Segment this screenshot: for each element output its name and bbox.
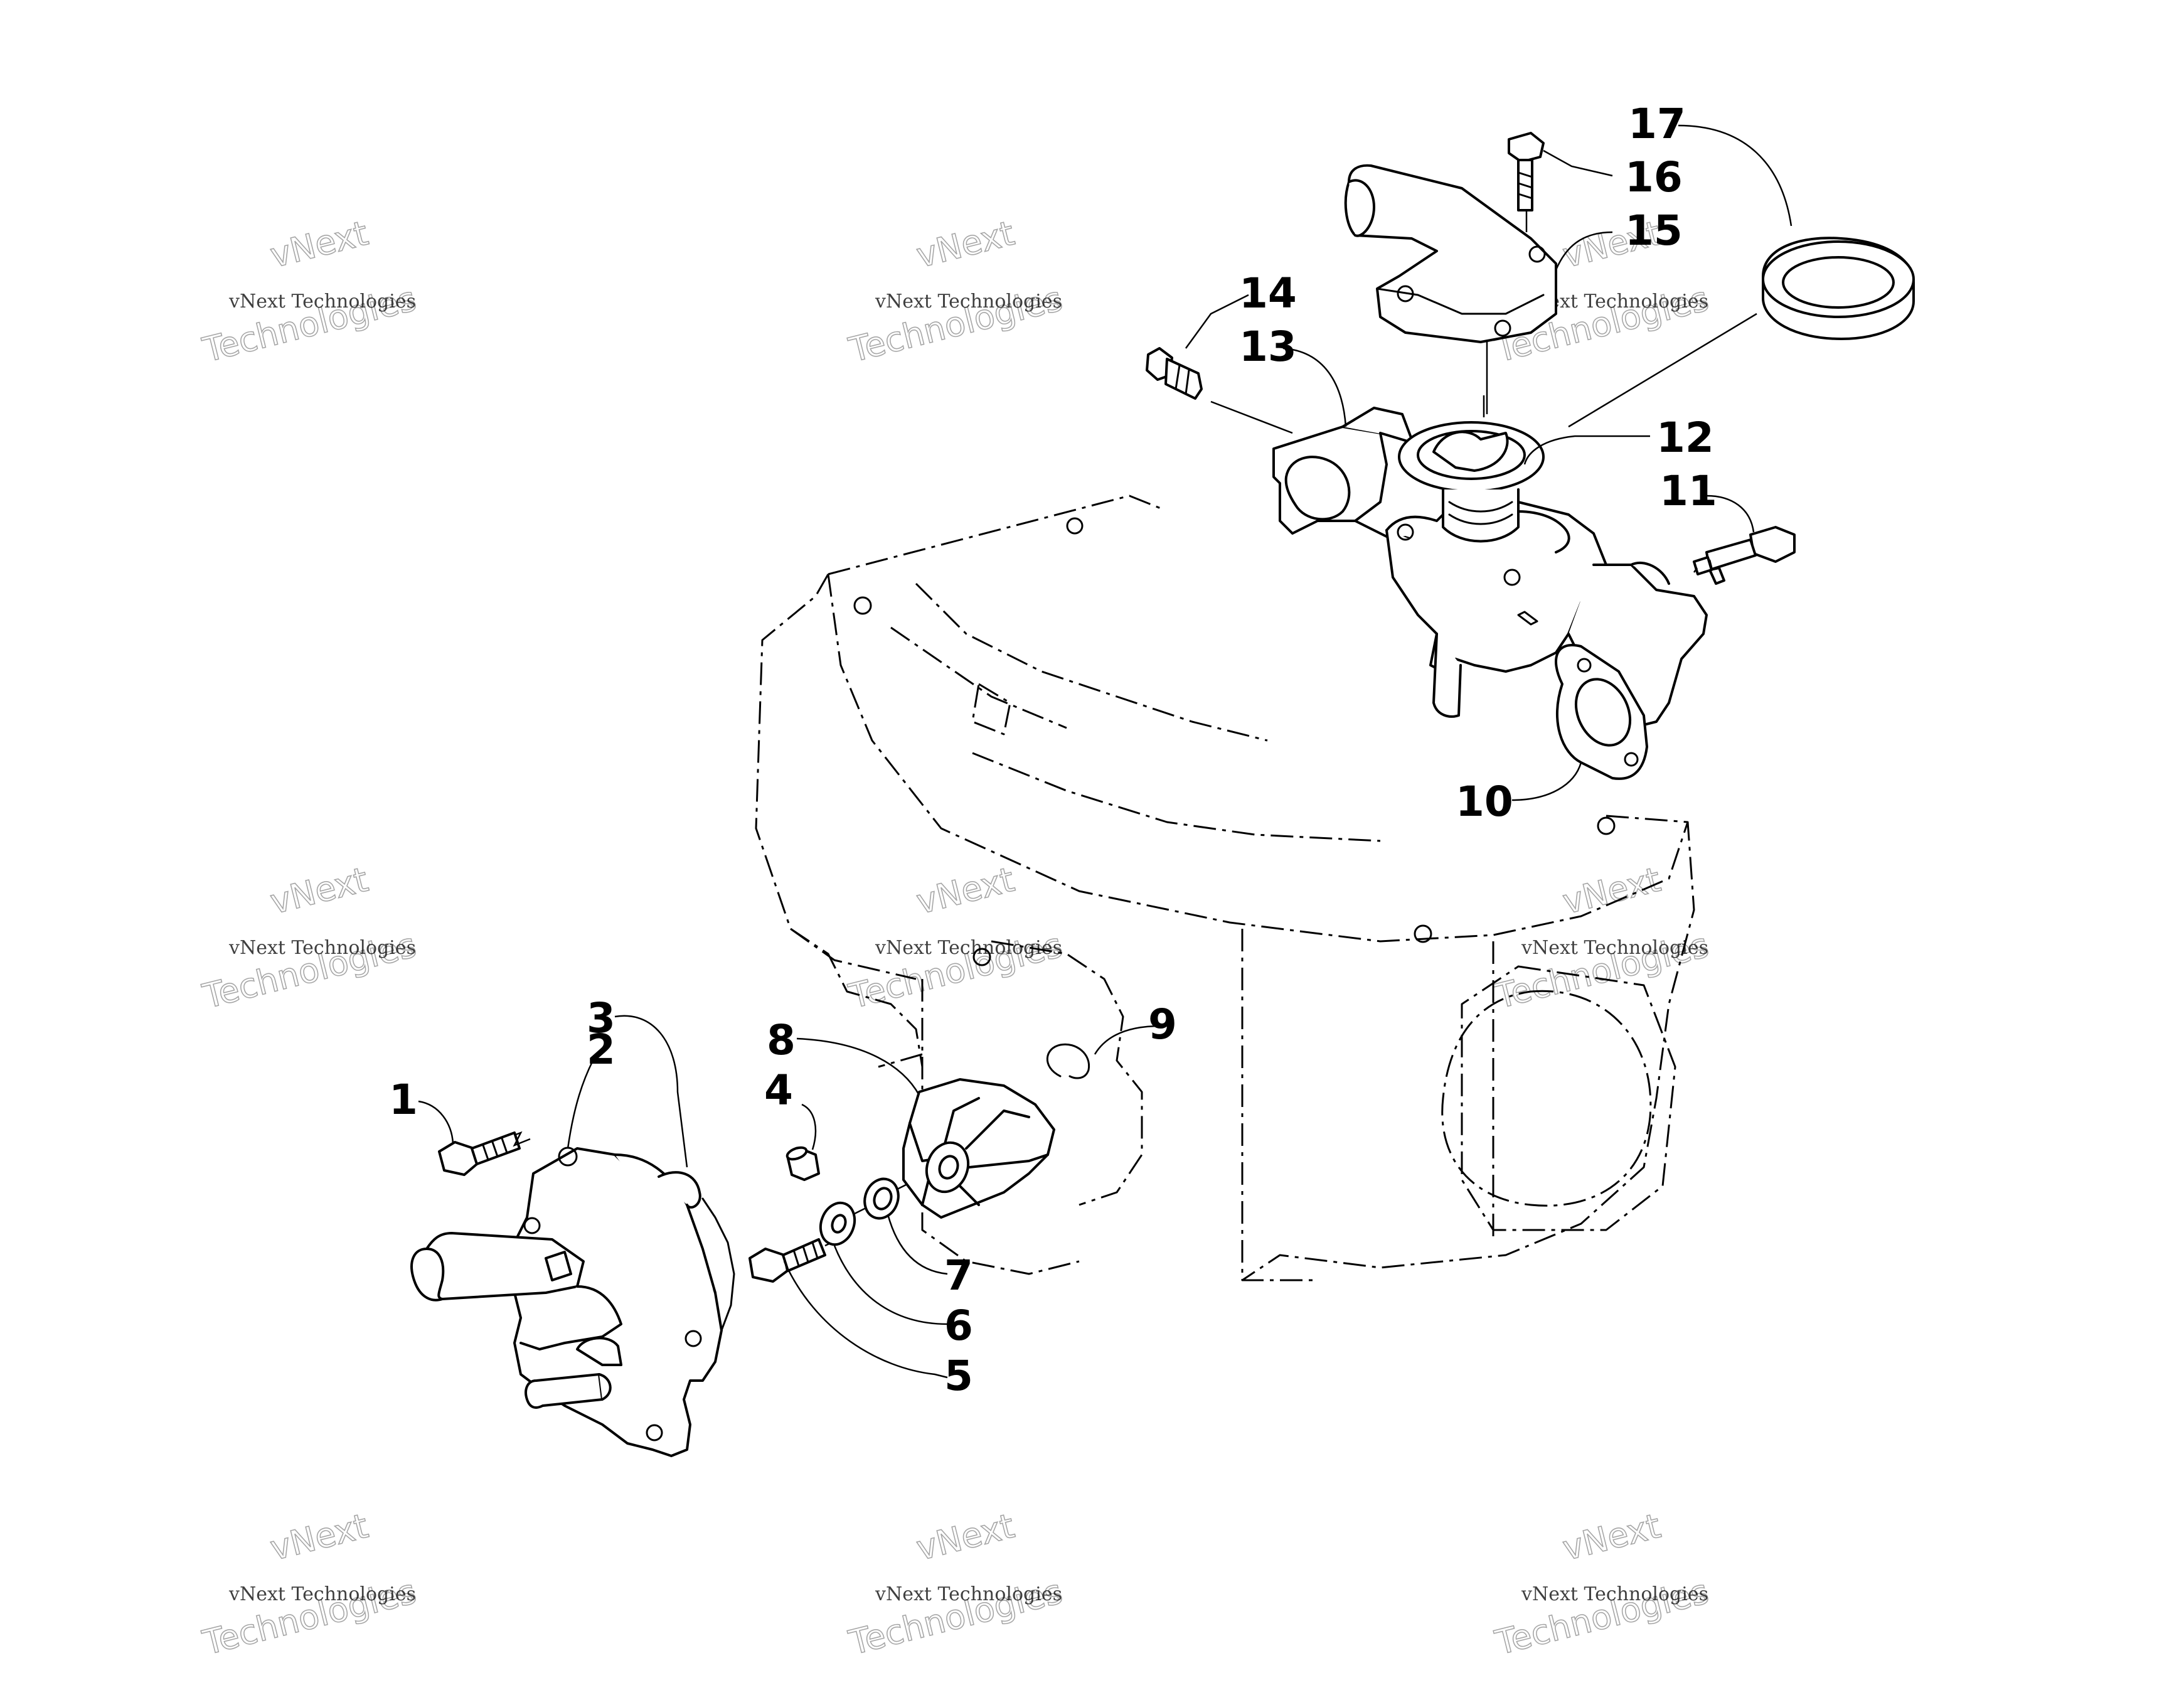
- watermark-text: vNext Technologies: [228, 937, 416, 959]
- watermark-text: vNext Technologies: [1521, 1583, 1708, 1605]
- callout-8: 8: [767, 1016, 796, 1064]
- watermark-text: vNext: [912, 213, 1018, 275]
- watermark: vNext vNext Technologies Technologies: [844, 859, 1067, 1017]
- watermark-text: vNext: [912, 1506, 1018, 1568]
- callout-6: 6: [944, 1302, 973, 1350]
- callout-labels: 1 2 3 4 5 6 7 8 9 10 11 12 13 14 15 16 1…: [389, 100, 1717, 1400]
- callout-11: 11: [1659, 467, 1717, 515]
- callout-17: 17: [1628, 100, 1686, 148]
- callout-3: 3: [587, 994, 615, 1042]
- part-12-thermostat: [1398, 395, 1545, 543]
- leader-lines: [418, 124, 1792, 1379]
- watermark-text: vNext Technologies: [228, 291, 416, 313]
- watermark-text: vNext Technologies: [1521, 937, 1708, 959]
- part-2-water-pump-cover: [410, 1147, 735, 1457]
- callout-9: 9: [1148, 1000, 1177, 1049]
- watermark: vNext vNext Technologies Technologies: [198, 213, 420, 370]
- part-5-bolt: [748, 1238, 835, 1283]
- part-1-bolt: [438, 1131, 531, 1176]
- part-11-bolt: [1693, 526, 1796, 585]
- part-14-fitting: [1146, 347, 1293, 434]
- callout-13: 13: [1239, 323, 1297, 371]
- watermark: vNext vNext Technologies Technologies: [844, 1505, 1067, 1663]
- watermark-text: vNext Technologies: [875, 291, 1062, 313]
- watermark-text: vNext Technologies: [228, 1583, 416, 1605]
- watermark: vNext vNext Technologies Technologies: [1491, 1505, 1713, 1663]
- callout-14: 14: [1239, 269, 1297, 318]
- part-16-bolt: [1508, 132, 1545, 232]
- watermark-text: vNext Technologies: [875, 1583, 1062, 1605]
- part-10-gasket: [1555, 644, 1648, 780]
- part-15-thermostat-cover: [1344, 164, 1557, 343]
- watermark-text: vNext: [266, 213, 371, 275]
- watermark: vNext vNext Technologies Technologies: [1491, 859, 1713, 1017]
- watermark-text: vNext: [1558, 1506, 1664, 1568]
- part-17-seal-ring: [1762, 237, 1915, 340]
- watermark: vNext vNext Technologies Technologies: [844, 213, 1067, 370]
- callout-5: 5: [944, 1352, 973, 1400]
- callout-16: 16: [1625, 153, 1683, 201]
- callout-1: 1: [389, 1076, 418, 1124]
- part-8-impeller: [902, 1078, 1055, 1219]
- callout-12: 12: [1656, 414, 1714, 462]
- part-9-circlip: [1046, 1043, 1090, 1079]
- part-4-sleeve: [786, 1146, 820, 1181]
- callout-7: 7: [944, 1251, 973, 1300]
- callout-4: 4: [764, 1066, 793, 1115]
- watermark: vNext vNext Technologies Technologies: [198, 1505, 420, 1663]
- watermark-text: vNext: [1558, 860, 1664, 922]
- watermark-text: vNext: [912, 860, 1018, 922]
- callout-15: 15: [1625, 206, 1683, 255]
- watermark-text: vNext: [266, 1506, 371, 1568]
- part-6-washer: [819, 1200, 879, 1246]
- watermark-text: vNext: [266, 860, 371, 922]
- watermark: vNext vNext Technologies Technologies: [198, 859, 420, 1017]
- callout-10: 10: [1456, 778, 1513, 826]
- callout-2: 2: [587, 1025, 615, 1074]
